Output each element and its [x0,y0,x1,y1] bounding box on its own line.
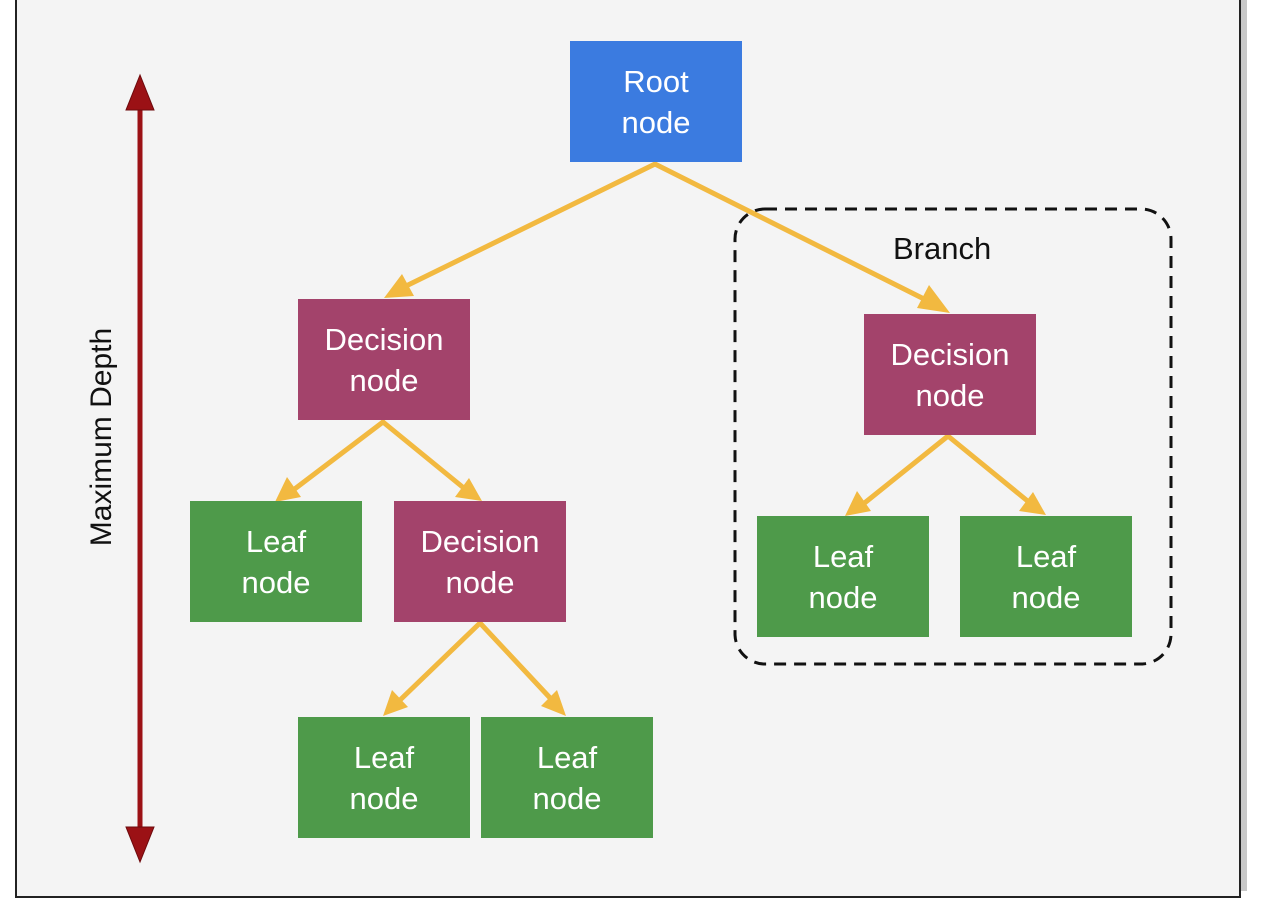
edge-decision-left-to-leaf [275,419,386,502]
edge-decision-mid-to-leaf-bottom-1 [383,620,483,716]
edge-decision-right-to-leaf-1 [845,433,951,516]
branch-box [733,207,1173,666]
edge-decision-left-to-decision-mid [380,419,482,501]
root-node: Root node [570,41,742,162]
leaf-node-left: Leaf node [190,501,362,622]
leaf-node-branch-right: Leaf node [960,516,1132,637]
decision-node-middle: Decision node [394,501,566,622]
edge-root-to-decision-left [384,161,658,298]
decision-node-left: Decision node [298,299,470,420]
edge-decision-right-to-leaf-2 [945,433,1046,515]
leaf-node-bottom-right: Leaf node [481,717,653,838]
branch-label: Branch [893,231,992,266]
edge-root-to-decision-right [652,161,950,313]
maximum-depth-arrow [125,73,155,864]
maximum-depth-label: Maximum Depth [85,327,118,547]
leaf-node-bottom-left: Leaf node [298,717,470,838]
edge-decision-mid-to-leaf-bottom-2 [477,620,566,716]
frame-shadow [1241,0,1247,891]
decision-node-right: Decision node [864,314,1036,435]
leaf-node-branch-left: Leaf node [757,516,929,637]
